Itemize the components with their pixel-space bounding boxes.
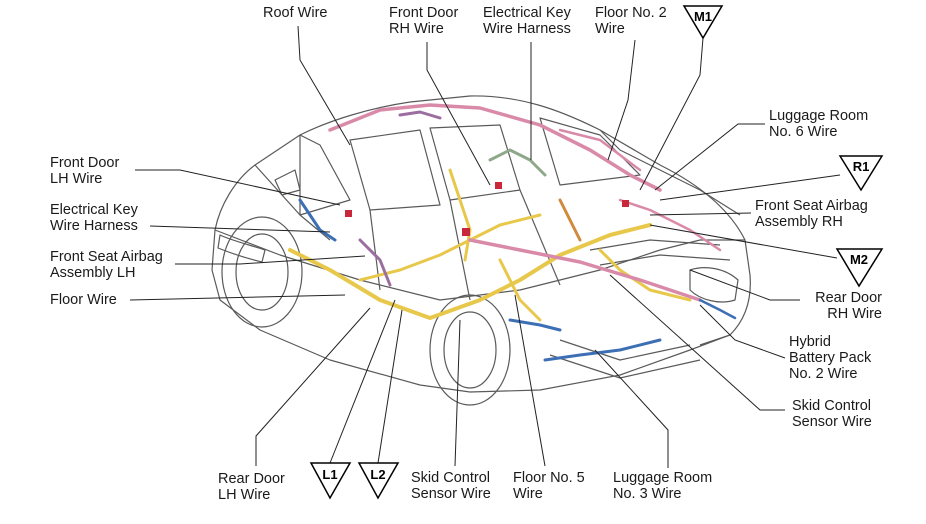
car-body-outline [211, 95, 751, 406]
label-front-seat-airbag-rh: Front Seat Airbag Assembly RH [755, 198, 868, 230]
label-floor-wire: Floor Wire [50, 292, 117, 308]
marker-m2-label: M2 [850, 252, 868, 267]
label-rear-door-rh-wire: Rear Door RH Wire [815, 290, 882, 322]
label-electrical-key-wire-harness-left: Electrical Key Wire Harness [50, 202, 138, 234]
marker-m2: M2 [835, 248, 884, 288]
label-electrical-key-wire-harness-top: Electrical Key Wire Harness [483, 5, 571, 37]
label-luggage-room-no6-wire: Luggage Room No. 6 Wire [769, 108, 869, 140]
leader-lines [129, 25, 841, 468]
label-rear-door-lh-wire: Rear Door LH Wire [218, 471, 285, 503]
label-front-door-lh-wire: Front Door LH Wire [50, 155, 120, 187]
marker-m1-label: M1 [694, 9, 712, 24]
marker-l2: L2 [357, 462, 400, 500]
label-skid-control-sensor-wire-right: Skid Control Sensor Wire [792, 398, 872, 430]
label-floor-no2-wire: Floor No. 2 Wire [595, 5, 667, 37]
marker-m1: M1 [682, 5, 724, 40]
wire-harness-paths [288, 103, 737, 362]
marker-l1-label: L1 [322, 467, 337, 482]
label-luggage-room-no3-wire: Luggage Room No. 3 Wire [613, 470, 713, 502]
label-skid-control-sensor-wire-bottom: Skid Control Sensor Wire [411, 470, 491, 502]
marker-l1: L1 [309, 462, 352, 500]
marker-r1: R1 [838, 155, 884, 192]
label-front-door-rh-wire: Front Door RH Wire [389, 5, 459, 37]
label-roof-wire: Roof Wire [263, 5, 328, 21]
label-front-seat-airbag-lh: Front Seat Airbag Assembly LH [50, 249, 163, 281]
label-floor-no5-wire: Floor No. 5 Wire [513, 470, 585, 502]
label-hybrid-battery-pack-no2-wire: Hybrid Battery Pack No. 2 Wire [789, 334, 872, 382]
marker-r1-label: R1 [853, 159, 870, 174]
marker-l2-label: L2 [370, 467, 385, 482]
